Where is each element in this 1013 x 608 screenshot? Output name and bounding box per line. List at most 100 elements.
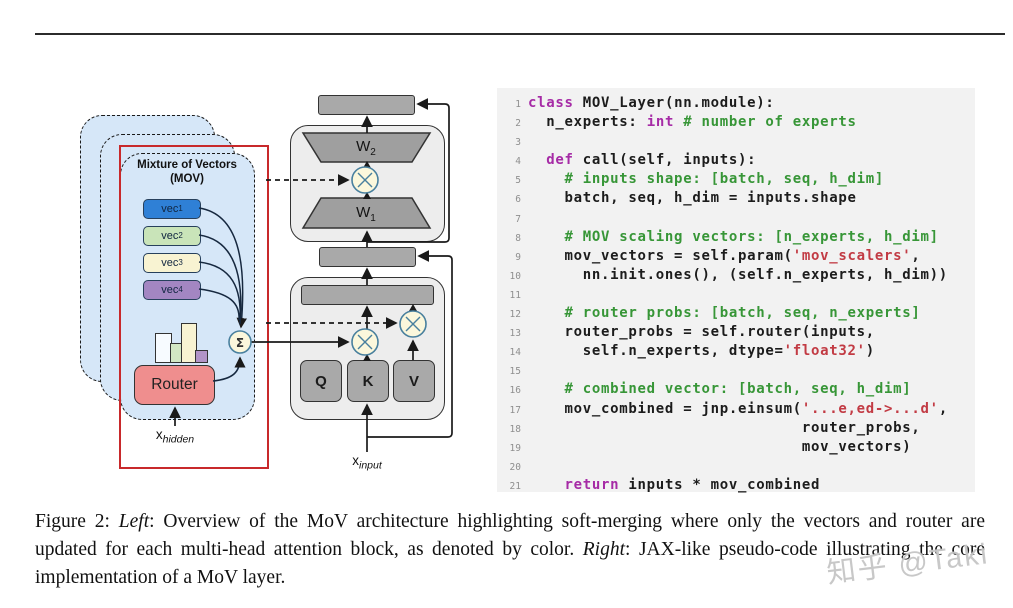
x-input-sub: input [358, 459, 382, 472]
code-line-number: 6 [515, 194, 521, 206]
code-token: # MOV scaling vectors: [n_experts, h_dim… [528, 228, 939, 245]
code-token: router_probs = self.router(inputs, [528, 324, 875, 341]
w2-base: W [356, 138, 371, 155]
code-token: class [528, 95, 583, 111]
code-line: 1 class MOV_Layer(nn.module): [497, 93, 975, 112]
code-panel: 1 class MOV_Layer(nn.module): 2 n_experts:… [497, 88, 975, 494]
code-line-number: 10 [509, 270, 521, 282]
code-line-text: nn.init.ones(), (self.n_experts, h_dim)) [528, 267, 948, 283]
vec3-label: vec [161, 257, 179, 269]
code-line-number: 13 [509, 328, 521, 340]
layernorm-bar-middle [319, 247, 416, 267]
code-line-text: mov_vectors = self.param('mov_scalers', [528, 248, 921, 264]
code-line: 15 [497, 360, 975, 379]
text-segment: : Overview of the MoV architecture highl… [35, 511, 985, 560]
code-token: mov_vectors) [528, 438, 912, 455]
code-line-text: # MOV scaling vectors: [n_experts, h_dim… [528, 229, 939, 245]
text-segment: Right [582, 539, 626, 560]
code-line: 19 mov_vectors) [497, 437, 975, 456]
code-line-number: 14 [509, 347, 521, 359]
q-box: Q [300, 360, 342, 402]
code-lines: 1 class MOV_Layer(nn.module): 2 n_experts:… [497, 93, 975, 494]
code-line: 6 batch, seq, h_dim = inputs.shape [497, 188, 975, 207]
code-token: 'mov_scalers' [792, 247, 912, 264]
w1-label: W1 [340, 204, 392, 224]
code-line: 11 [497, 284, 975, 303]
code-line-text: n_experts: int # number of experts [528, 114, 857, 130]
code-line: 4 def call(self, inputs): [497, 150, 975, 169]
attention-output-bar [301, 285, 434, 305]
router-box: Router [134, 365, 215, 405]
code-line: 3 [497, 131, 975, 150]
code-line-text: # inputs shape: [batch, seq, h_dim] [528, 171, 884, 187]
layernorm-bar-top [318, 95, 415, 115]
code-line-text: mov_combined = jnp.einsum('...e,ed->...d… [528, 401, 948, 417]
code-token: # router probs: [batch, seq, n_experts] [528, 305, 921, 322]
x-hidden-label: xhidden [140, 427, 210, 446]
code-token: , [938, 400, 948, 417]
code-line-number: 20 [509, 461, 521, 473]
x-input-label: xinput [332, 453, 402, 472]
code-line-text: # combined vector: [batch, seq, h_dim] [528, 381, 911, 397]
code-line: 7 [497, 208, 975, 227]
vec4-label: vec [161, 284, 179, 296]
w1-sub: 1 [370, 213, 376, 224]
code-token: call(self, inputs): [573, 152, 757, 169]
code-line-text: mov_vectors) [528, 439, 911, 455]
code-line-number: 21 [509, 480, 521, 492]
mov-title-line2: (MOV) [170, 173, 204, 185]
code-token: def [546, 152, 574, 169]
code-line: 5 # inputs shape: [batch, seq, h_dim] [497, 169, 975, 188]
code-token: # combined vector: [batch, seq, h_dim] [528, 381, 912, 398]
code-token: inputs * mov_combined [619, 476, 821, 493]
vec2-label: vec [161, 230, 179, 242]
code-token: # number of experts [674, 114, 857, 131]
code-line-text: def call(self, inputs): [528, 152, 756, 168]
code-line: 13 router_probs = self.router(inputs, [497, 322, 975, 341]
q-label: Q [315, 372, 327, 390]
figure-caption: Figure 2: Left: Overview of the MoV arch… [35, 508, 985, 592]
code-token: batch, seq, h_dim = inputs.shape [528, 190, 857, 207]
mov-title-line1: Mixture of Vectors [137, 159, 237, 171]
code-token [528, 152, 546, 168]
w2-sub: 2 [370, 147, 376, 158]
mov-title: Mixture of Vectors (MOV) [128, 158, 246, 186]
code-token: mov_combined = jnp.einsum( [528, 400, 802, 417]
code-line-text: batch, seq, h_dim = inputs.shape [528, 190, 857, 206]
x-hidden-base: x [155, 427, 163, 442]
code-token: 'float32' [783, 343, 866, 360]
code-token: int [646, 114, 675, 131]
code-line-text: router_probs = self.router(inputs, [528, 324, 875, 340]
code-line-number: 19 [509, 442, 521, 454]
code-token: self.n_experts, dtype= [528, 343, 784, 360]
code-line-text: self.n_experts, dtype='float32') [528, 343, 875, 359]
code-line: 14 self.n_experts, dtype='float32') [497, 341, 975, 360]
router-label: Router [151, 376, 198, 393]
mov-highlight-frame [119, 145, 269, 469]
code-line-number: 17 [509, 404, 521, 416]
code-token: MOV_Layer(nn.module): [582, 95, 775, 111]
code-line-text: class MOV_Layer(nn.module): [528, 95, 774, 111]
code-line: 20 [497, 456, 975, 475]
code-line-number: 8 [515, 232, 521, 244]
router-histogram-bar3 [181, 323, 197, 363]
code-line-number: 3 [515, 137, 521, 149]
vec1-label: vec [161, 203, 179, 215]
code-line: 10 nn.init.ones(), (self.n_experts, h_di… [497, 265, 975, 284]
code-line-number: 7 [515, 213, 521, 225]
code-line-number: 2 [515, 118, 521, 130]
k-label: K [362, 372, 374, 390]
code-line-number: 1 [515, 99, 521, 110]
w1-base: W [356, 204, 371, 221]
k-box: K [347, 360, 389, 402]
code-token: '...e,ed->...d' [801, 400, 939, 417]
code-line-number: 12 [509, 309, 521, 321]
code-line: 12 # router probs: [batch, seq, n_expert… [497, 303, 975, 322]
code-token: n_experts: [528, 114, 647, 131]
top-horizontal-rule [35, 33, 1005, 35]
code-line-number: 11 [509, 289, 521, 301]
code-token: return [564, 476, 620, 493]
v-label: V [408, 372, 419, 390]
